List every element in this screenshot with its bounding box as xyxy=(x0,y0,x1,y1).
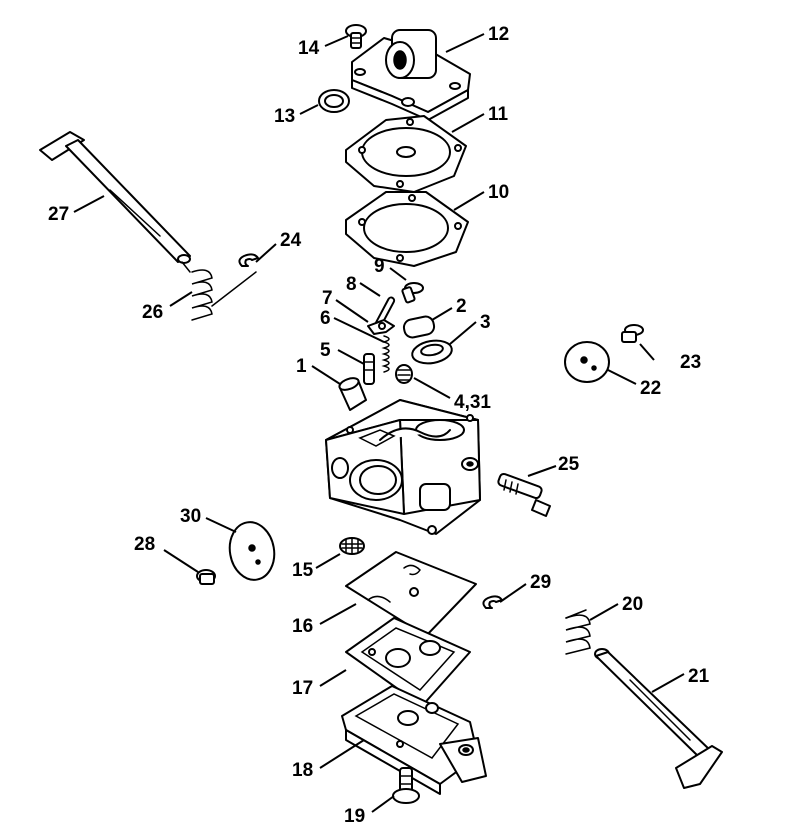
callout-13: 13 xyxy=(274,106,295,127)
callout-12: 12 xyxy=(488,24,509,45)
callout-9: 9 xyxy=(374,256,385,277)
part-13-o-ring xyxy=(318,89,350,113)
part-5-needle-valve xyxy=(363,353,375,385)
callout-8: 8 xyxy=(346,274,357,295)
callout-5: 5 xyxy=(320,340,331,361)
part-26-torsion-spring xyxy=(181,261,257,321)
callout-20: 20 xyxy=(622,594,643,615)
callout-6: 6 xyxy=(320,308,331,329)
callout-2: 2 xyxy=(456,296,467,317)
part-7-lever xyxy=(367,319,395,335)
leader-lines xyxy=(73,33,685,813)
part-16-gasket xyxy=(345,551,477,637)
callout-19: 19 xyxy=(344,806,365,827)
part-18-end-cover xyxy=(341,685,487,795)
callout-30: 30 xyxy=(180,506,201,527)
part-6-spring xyxy=(381,335,390,373)
callout-10: 10 xyxy=(488,182,509,203)
part-23-screw xyxy=(621,324,644,343)
callout-3: 3 xyxy=(480,312,491,333)
part-22-throttle-valve xyxy=(564,341,610,383)
callout-23: 23 xyxy=(680,352,701,373)
callout-18: 18 xyxy=(292,760,313,781)
callout-14: 14 xyxy=(298,38,320,59)
carburetor-body xyxy=(325,399,481,535)
part-30-choke-valve xyxy=(228,521,276,581)
part-3-sealing-ring xyxy=(411,339,453,365)
part-19-screw xyxy=(392,767,420,804)
callout-16: 16 xyxy=(292,616,313,637)
callout-numbers: 14 12 13 11 10 9 8 7 6 2 3 5 1 4,31 23 2… xyxy=(48,24,710,827)
callout-26: 26 xyxy=(142,302,163,323)
part-17-metering-diaphragm xyxy=(345,617,471,707)
part-20-spring xyxy=(565,609,591,655)
callout-29: 29 xyxy=(530,572,551,593)
part-27-throttle-shaft xyxy=(39,131,191,264)
callout-27: 27 xyxy=(48,204,69,225)
part-4-31-screen xyxy=(395,364,413,384)
part-29-e-clip xyxy=(482,595,503,609)
callout-28: 28 xyxy=(134,534,155,555)
callout-1: 1 xyxy=(296,356,307,377)
callout-17: 17 xyxy=(292,678,313,699)
callout-11: 11 xyxy=(488,104,509,125)
callout-22: 22 xyxy=(640,378,661,399)
part-10-gasket xyxy=(345,191,469,267)
callout-7: 7 xyxy=(322,288,333,309)
callout-25: 25 xyxy=(558,454,580,475)
part-9-screw xyxy=(401,282,424,304)
part-12-carburetor-cover xyxy=(351,29,471,121)
part-21-choke-shaft xyxy=(594,648,723,789)
part-2-pad xyxy=(402,315,436,339)
part-1-plug xyxy=(338,377,367,411)
part-25-adjusting-screw xyxy=(497,472,551,517)
part-15-strainer xyxy=(339,537,365,555)
callout-24: 24 xyxy=(280,230,302,251)
part-24-e-clip xyxy=(238,253,259,267)
callout-15: 15 xyxy=(292,560,314,581)
part-14-screw xyxy=(345,24,367,49)
part-11-diaphragm xyxy=(345,115,467,193)
callout-21: 21 xyxy=(688,666,710,687)
callout-4-31: 4,31 xyxy=(454,392,491,413)
part-28-screw xyxy=(196,569,216,585)
